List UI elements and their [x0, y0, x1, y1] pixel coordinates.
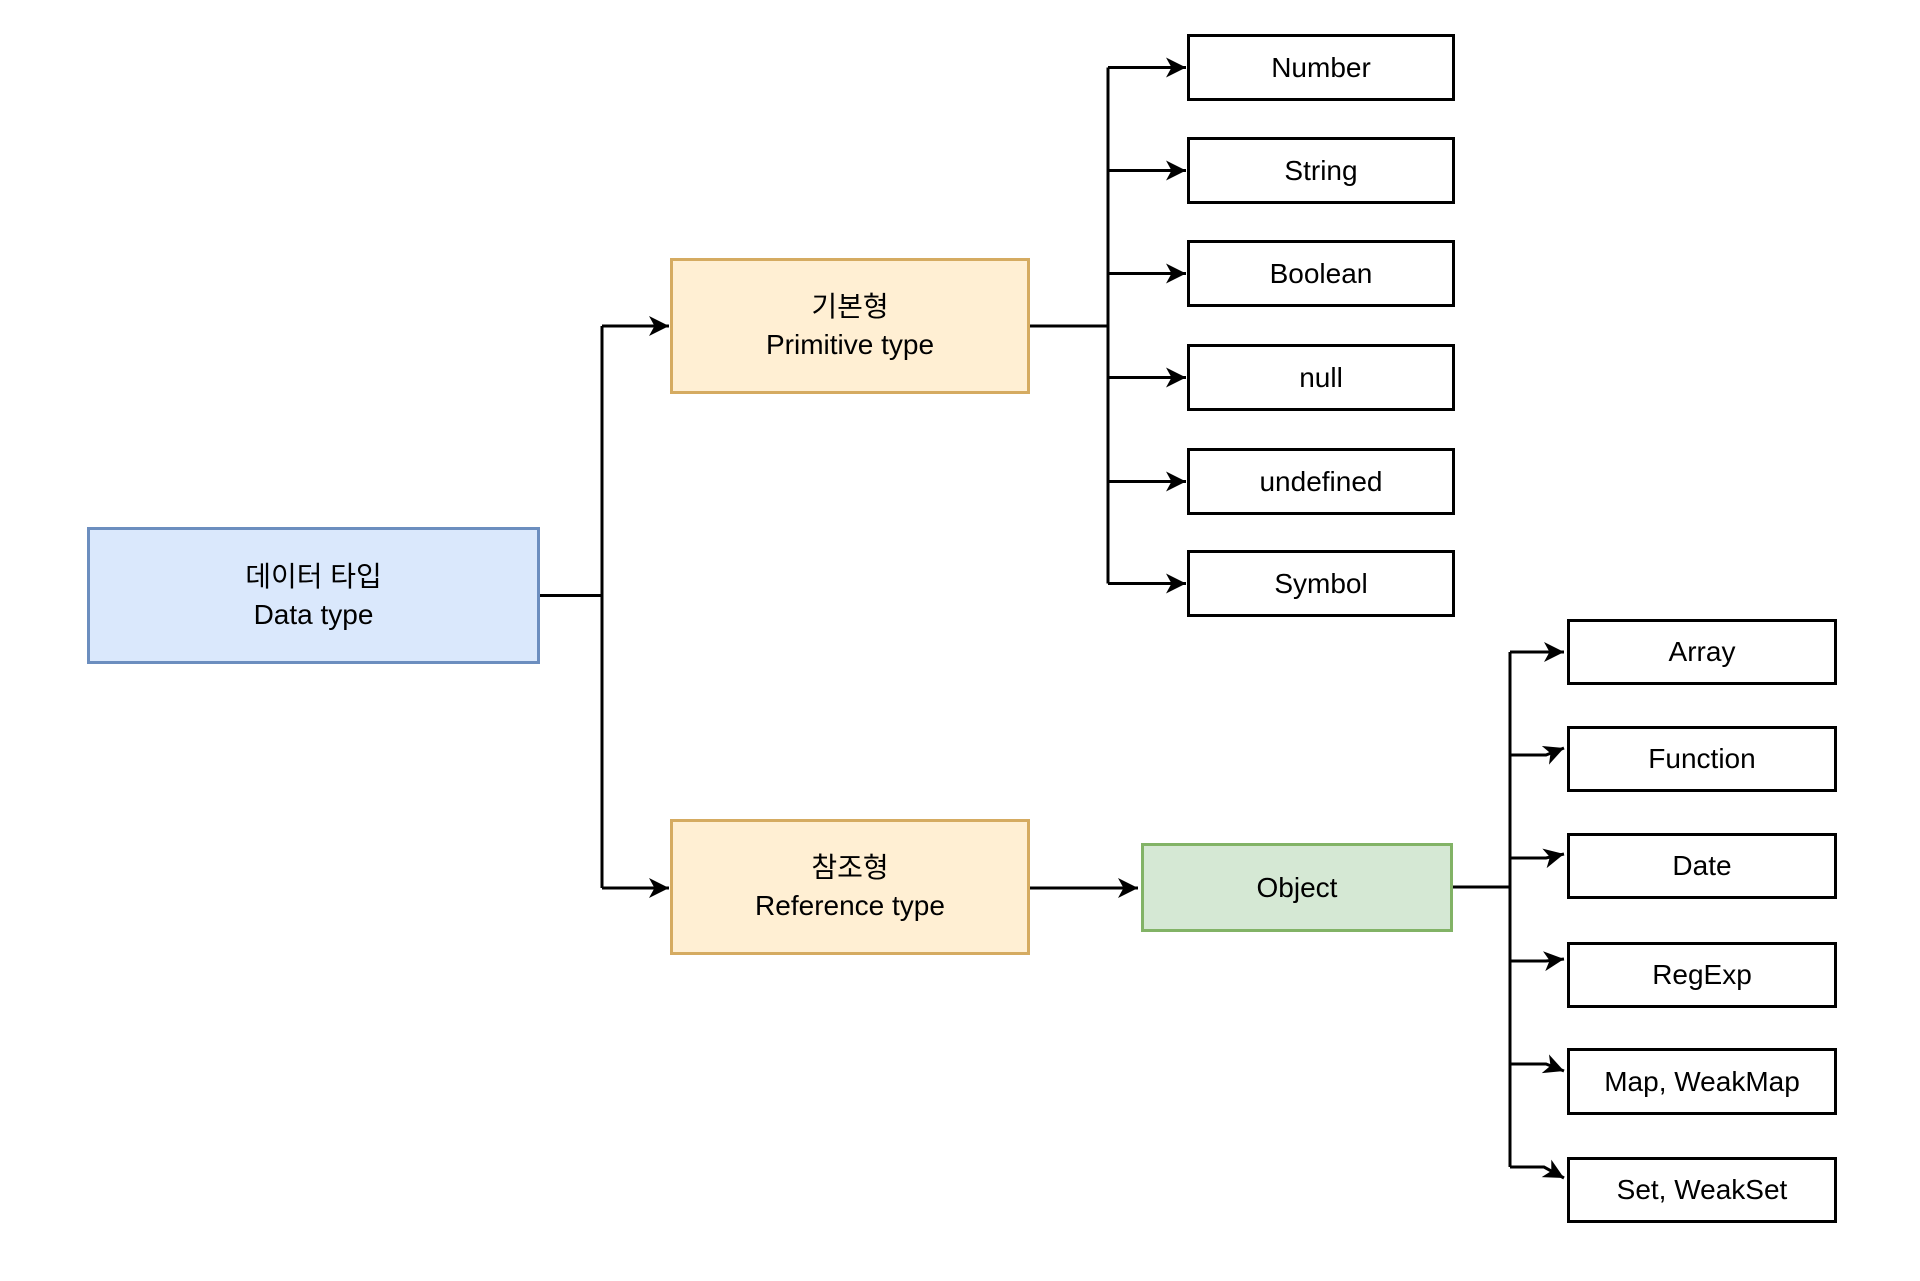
node-function: Function	[1567, 726, 1837, 792]
node-date: Date	[1567, 833, 1837, 899]
node-primitive-type: 기본형 Primitive type	[670, 258, 1030, 394]
node-data-type: 데이터 타입 Data type	[87, 527, 540, 664]
node-primitive-type-label-ko: 기본형	[811, 291, 889, 322]
edge-to-set-weakset	[1510, 1159, 1565, 1180]
node-null: null	[1187, 344, 1455, 411]
node-regexp: RegExp	[1567, 942, 1837, 1008]
node-data-type-label-en: Data type	[253, 598, 374, 630]
node-string: String	[1187, 137, 1455, 204]
node-symbol: Symbol	[1187, 550, 1455, 617]
edge-to-map-weakmap	[1510, 1054, 1565, 1074]
edge-to-date	[1510, 848, 1565, 869]
node-boolean: Boolean	[1187, 240, 1455, 307]
node-undefined: undefined	[1187, 448, 1455, 515]
node-reference-type: 참조형 Reference type	[670, 819, 1030, 955]
node-reference-type-label-ko: 참조형	[811, 852, 889, 883]
node-primitive-type-label-en: Primitive type	[765, 329, 935, 360]
node-set-weakset: Set, WeakSet	[1567, 1157, 1837, 1223]
node-data-type-label-ko: 데이터 타입	[245, 560, 382, 592]
node-object: Object	[1141, 843, 1453, 932]
node-array: Array	[1567, 619, 1837, 685]
edge-to-regexp	[1510, 951, 1565, 972]
node-map-weakmap: Map, WeakMap	[1567, 1048, 1837, 1115]
node-number: Number	[1187, 34, 1455, 101]
node-object-label: Object	[1256, 871, 1338, 903]
node-reference-type-label-en: Reference type	[755, 890, 945, 921]
edge-to-function	[1510, 745, 1565, 765]
